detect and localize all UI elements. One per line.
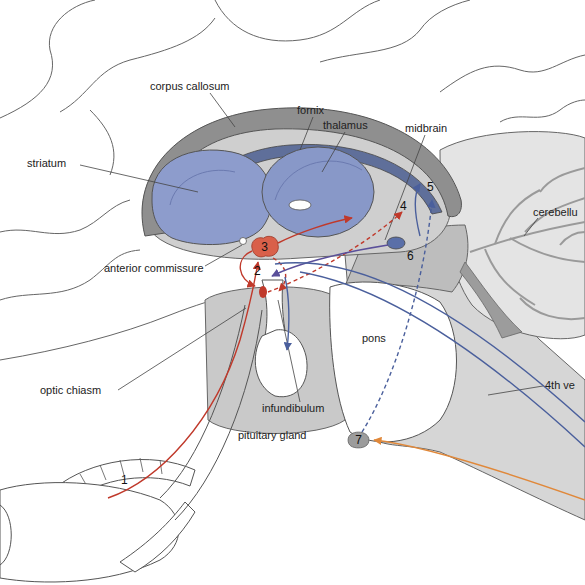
optic-nerve [160,305,262,520]
part-label: midbrain [405,122,447,135]
gyrus-line [500,100,585,122]
interthalamic-adhesion [289,200,311,210]
part-label: corpus callosum [150,80,229,93]
callout-number: 3 [249,234,280,259]
striatum [152,150,272,245]
callout-number: 1 [121,474,128,487]
muscle-stripe [100,465,106,480]
eyeball [0,483,179,582]
gyrus-line [0,292,235,360]
arbor-branch [540,168,585,192]
fourth-ventricle [460,262,522,338]
part-label: anterior commissure [104,262,204,275]
callout-number: 4 [400,200,407,213]
optic-nerve-edge [160,305,245,498]
part-label: 4th ve [545,379,575,392]
scn-projection [240,251,255,286]
gyrus-line [90,110,114,175]
arbor-branch [560,232,585,245]
leader-line [205,245,242,266]
cornea [0,505,11,565]
part-label: thalamus [323,119,368,132]
pons [330,282,457,442]
leader-lines [80,93,543,402]
leader-line [300,117,313,150]
part-label: pons [362,332,386,345]
sensory-nucleus: 7 [346,431,371,449]
leader-line [210,93,235,127]
arbor-branch [525,198,585,232]
anterior-commissure [240,238,247,245]
pituitary-gland [255,330,307,397]
arbor-branch [520,298,585,319]
gyrus-line [440,55,585,92]
supraoptic-nucleus [259,286,267,298]
dashed-pathway [362,200,432,432]
leader-line [80,165,198,192]
part-label: optic chiasm [40,384,101,397]
pituitary-pathway [285,277,289,350]
gyrus-line [0,0,95,118]
thalamus-contour [275,161,362,200]
part-label: fornix [297,104,324,117]
muscle-stripe [120,460,124,475]
gyrus-line [60,18,215,112]
callout-number: 5 [427,181,434,194]
gyrus-line [215,0,380,41]
leader-line [385,135,425,240]
callout-number: 2 [254,265,261,278]
part-label: pituitary gland [238,429,307,442]
callout-number: 7 [346,431,371,449]
ascending-pathway [415,184,420,236]
optic-nerve-edge [175,310,262,520]
raphe-nucleus [387,237,405,249]
descending-pathway [275,263,585,422]
retinal-pathway [108,262,258,498]
callout-number: 6 [407,250,414,263]
eye-muscle [120,502,195,572]
pathways [108,184,585,500]
part-label: cerebellu [533,206,578,219]
arbor-branch [485,249,535,305]
arbor-branch [510,238,585,262]
raphe-projection [272,245,388,276]
thalamus [262,147,374,237]
leader-line [322,132,345,172]
muscle-stripe [140,458,143,472]
gyrus-line [0,250,140,300]
part-label: striatum [27,157,66,170]
leader-line [524,218,538,236]
gyrus-line [320,0,470,62]
scn-nucleus: 3 [249,234,280,259]
muscle-striation [80,458,162,488]
part-label: infundibulum [262,402,324,415]
sensory-input [374,440,585,500]
descending-pathway [300,272,585,447]
gyrus-line [0,200,130,234]
scn-projection [278,218,352,243]
leader-line [118,308,246,390]
